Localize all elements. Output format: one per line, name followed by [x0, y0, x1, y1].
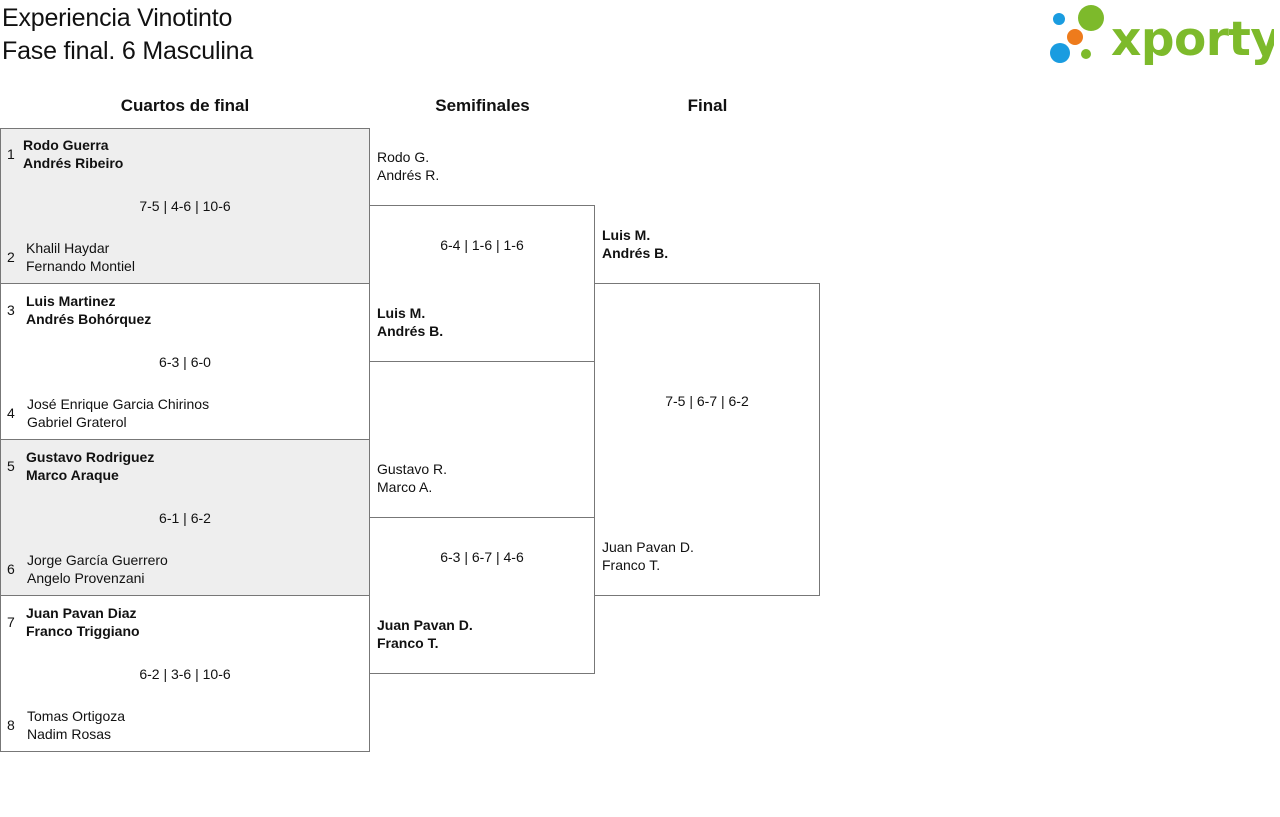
sf2-score: 6-3 | 6-7 | 4-6 — [440, 549, 524, 565]
qf2-score: 6-3 | 6-0 — [159, 354, 211, 370]
player-name: Jorge García Guerrero — [27, 552, 168, 568]
seed-number: 7 — [7, 614, 15, 630]
page-title: Experiencia Vinotinto Fase final. 6 Masc… — [2, 2, 253, 68]
qf2-team-top: Luis Martinez Andrés Bohórquez — [26, 292, 151, 328]
player-name: Luis Martinez — [26, 293, 116, 309]
logo-dot-small-green — [1081, 49, 1091, 59]
round-header-semifinals: Semifinales — [435, 96, 530, 115]
qf4-team-top: Juan Pavan Diaz Franco Triggiano — [26, 604, 140, 640]
sf1-team-top: Rodo G. Andrés R. — [377, 148, 439, 184]
qf4-score: 6-2 | 3-6 | 10-6 — [139, 666, 231, 682]
player-name: Andrés R. — [377, 167, 440, 183]
seed-number: 4 — [7, 405, 15, 421]
phase-name: Fase final. 6 Masculina — [2, 37, 254, 65]
qf3-score: 6-1 | 6-2 — [159, 510, 211, 526]
tournament-name: Experiencia Vinotinto — [2, 4, 233, 32]
quarterfinal-match-1[interactable] — [0, 128, 370, 284]
seed-number: 8 — [7, 717, 15, 733]
qf1-team-top: Rodo Guerra Andrés Ribeiro — [23, 136, 123, 172]
sf1-team-bottom: Luis M. Andrés B. — [377, 304, 443, 340]
qf3-team-bottom: Jorge García Guerrero Angelo Provenzani — [27, 551, 168, 587]
sf2-team-bottom: Juan Pavan D. Franco T. — [377, 616, 473, 652]
player-name: Juan Pavan D. — [377, 617, 473, 633]
final-team-bottom: Juan Pavan D. Franco T. — [602, 538, 694, 574]
player-name: Fernando Montiel — [26, 258, 135, 274]
player-name: Luis M. — [377, 305, 426, 321]
qf3-team-top: Gustavo Rodriguez Marco Araque — [26, 448, 154, 484]
player-name: Andrés Bohórquez — [26, 311, 152, 327]
logo-dot-green — [1078, 5, 1104, 31]
xporty-logo[interactable]: xporty — [1050, 4, 1274, 66]
logo-dot-small-blue — [1053, 13, 1065, 25]
seed-number: 2 — [7, 249, 15, 265]
player-name: Nadim Rosas — [27, 726, 112, 742]
player-name: Franco T. — [602, 557, 661, 573]
final-match[interactable] — [594, 283, 820, 596]
player-name: Marco Araque — [26, 467, 119, 483]
player-name: Andrés Ribeiro — [23, 155, 124, 171]
seed-number: 1 — [7, 146, 15, 162]
seed-number: 3 — [7, 302, 15, 318]
player-name: Andrés B. — [602, 245, 669, 261]
qf4-team-bottom: Tomas Ortigoza Nadim Rosas — [27, 707, 125, 743]
player-name: Tomas Ortigoza — [27, 708, 126, 724]
seed-number: 5 — [7, 458, 15, 474]
player-name: Franco Triggiano — [26, 623, 140, 639]
player-name: Luis M. — [602, 227, 651, 243]
logo-text: xporty — [1111, 12, 1274, 66]
player-name: Rodo G. — [377, 149, 430, 165]
player-name: Angelo Provenzani — [27, 570, 145, 586]
qf1-team-bottom: Khalil Haydar Fernando Montiel — [26, 239, 135, 275]
seed-number: 6 — [7, 561, 15, 577]
final-score: 7-5 | 6-7 | 6-2 — [665, 393, 749, 409]
round-header-final: Final — [687, 96, 728, 115]
quarterfinal-match-3[interactable] — [0, 439, 370, 596]
player-name: Khalil Haydar — [26, 240, 110, 256]
logo-dot-orange — [1067, 29, 1083, 45]
player-name: Gabriel Graterol — [27, 414, 127, 430]
qf1-score: 7-5 | 4-6 | 10-6 — [139, 198, 231, 214]
player-name: Gustavo Rodriguez — [26, 449, 155, 465]
player-name: José Enrique Garcia Chirinos — [27, 396, 210, 412]
player-name: Rodo Guerra — [23, 137, 109, 153]
player-name: Franco T. — [377, 635, 439, 651]
sf2-team-top: Gustavo R. Marco A. — [377, 460, 447, 496]
player-name: Juan Pavan Diaz — [26, 605, 137, 621]
round-header-quarterfinals: Cuartos de final — [120, 96, 250, 115]
sf1-score: 6-4 | 1-6 | 1-6 — [440, 237, 524, 253]
player-name: Marco A. — [377, 479, 433, 495]
player-name: Gustavo R. — [377, 461, 448, 477]
final-team-top: Luis M. Andrés B. — [602, 226, 668, 262]
logo-dot-blue — [1050, 43, 1070, 63]
player-name: Andrés B. — [377, 323, 444, 339]
qf2-team-bottom: José Enrique Garcia Chirinos Gabriel Gra… — [27, 395, 209, 431]
player-name: Juan Pavan D. — [602, 539, 694, 555]
